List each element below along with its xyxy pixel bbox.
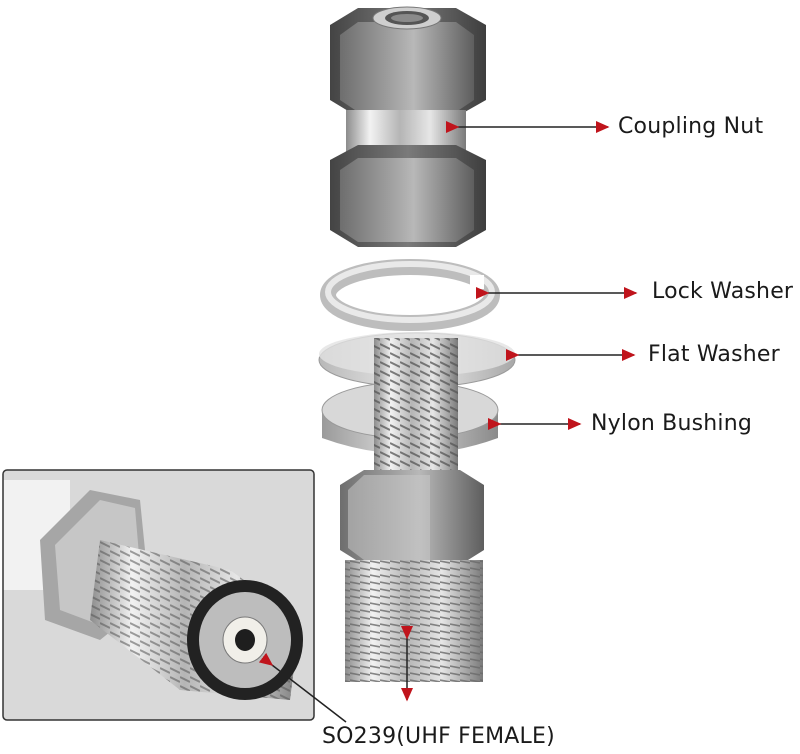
arrow-inset-pointer	[258, 652, 347, 723]
label-coupling-nut: Coupling Nut	[618, 114, 764, 139]
callout-arrows	[258, 121, 638, 723]
label-flat-washer: Flat Washer	[648, 342, 780, 367]
threaded-stud	[374, 338, 458, 478]
lock-washer	[320, 259, 500, 331]
label-connector-so239: SO239(UHF FEMALE)	[322, 724, 555, 749]
coupling-nut	[330, 6, 486, 247]
connector-body	[340, 470, 484, 682]
label-lock-washer: Lock Washer	[652, 279, 794, 304]
inset-detail	[2, 469, 315, 721]
label-nylon-bushing: Nylon Bushing	[591, 411, 753, 436]
